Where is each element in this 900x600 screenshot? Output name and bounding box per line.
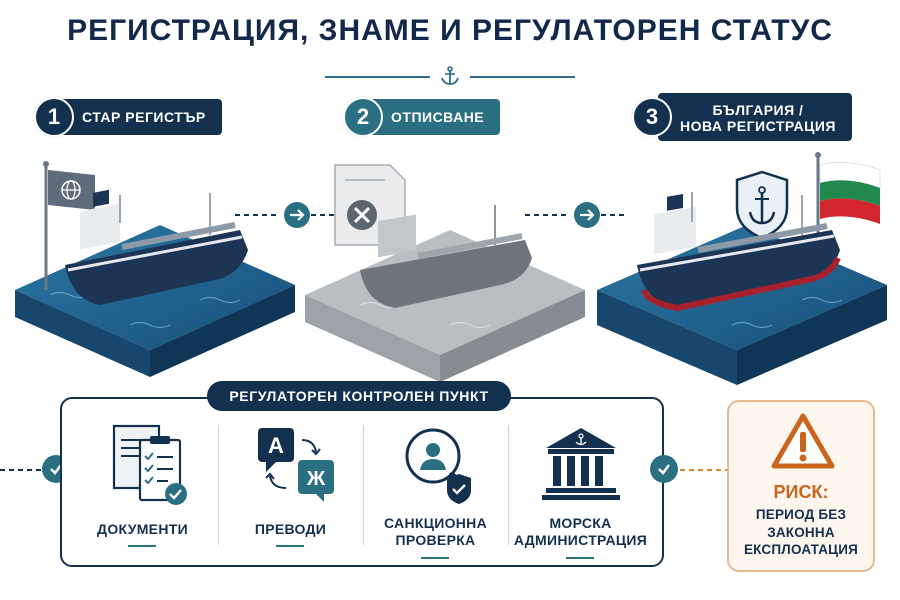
label-underline <box>276 545 304 547</box>
checkpoint-item-sanctions-check: САНКЦИОННА ПРОВЕРКА <box>363 418 508 559</box>
documents-checklist-icon <box>112 424 187 505</box>
warning-icon <box>771 413 835 469</box>
scene-old-registry-ship <box>15 161 295 377</box>
label-line: МОРСКА <box>549 515 612 531</box>
risk-connector-line <box>680 469 727 471</box>
maritime-authority-building-icon <box>541 428 620 500</box>
label-line: АДМИНИСТРАЦИЯ <box>513 531 648 548</box>
divider <box>363 425 364 545</box>
globe-icon <box>61 180 81 200</box>
scene-deregistration-ship <box>305 164 585 382</box>
risk-line: ПЕРИОД БЕЗ <box>755 507 847 522</box>
risk-callout: РИСК: ПЕРИОД БЕЗ ЗАКОННА ЕКСПЛОАТАЦИЯ <box>727 400 875 572</box>
step-3-new-registration: 3 БЪЛГАРИЯ /НОВА РЕГИСТРАЦИЯ <box>632 93 852 141</box>
risk-description: ПЕРИОД БЕЗ ЗАКОННА ЕКСПЛОАТАЦИЯ <box>729 506 873 559</box>
checkpoint-item-label: МОРСКА АДМИНИСТРАЦИЯ <box>508 515 653 549</box>
risk-title: РИСК: <box>773 482 829 502</box>
anchor-icon <box>441 66 459 85</box>
label-line: ПРОВЕРКА <box>395 531 476 548</box>
checkpoint-item-label: ДОКУМЕНТИ <box>97 521 188 537</box>
checkpoint-entry-line <box>0 469 45 471</box>
step-label: СТАР РЕГИСТЪР <box>60 99 222 135</box>
step-number: 3 <box>632 97 672 137</box>
step-label-line: БЪЛГАРИЯ / <box>712 101 804 118</box>
connector-arrow-1 <box>235 202 335 228</box>
risk-line: ЕКСПЛОАТАЦИЯ <box>743 542 859 558</box>
check-circle-icon <box>650 455 678 483</box>
shield-anchor-icon <box>735 170 789 240</box>
step-number: 1 <box>34 97 74 137</box>
step-label: БЪЛГАРИЯ /НОВА РЕГИСТРАЦИЯ <box>658 93 852 141</box>
step-1-old-registry: 1 СТАР РЕГИСТЪР <box>34 97 222 137</box>
translation-icon: A Ж <box>257 428 334 502</box>
step-2-deregistration: 2 ОТПИСВАНЕ <box>343 97 501 137</box>
connector-arrow-2 <box>525 202 625 228</box>
checkpoint-item-translations: A Ж ПРЕВОДИ <box>218 418 363 558</box>
translation-glyph-a: A <box>268 433 284 458</box>
checkpoint-item-documents: ДОКУМЕНТИ <box>70 418 215 558</box>
translation-glyph-b: Ж <box>305 468 325 490</box>
checkpoint-item-maritime-administration: МОРСКА АДМИНИСТРАЦИЯ <box>508 418 653 559</box>
checkpoint-title: РЕГУЛАТОРЕН КОНТРОЛЕН ПУНКТ <box>207 381 511 411</box>
label-underline <box>566 557 594 559</box>
checkpoint-item-label: ПРЕВОДИ <box>254 521 327 537</box>
step-number: 2 <box>343 97 383 137</box>
label-underline <box>421 557 449 559</box>
title-divider <box>325 66 575 85</box>
checkpoint-item-label: САНКЦИОННА ПРОВЕРКА <box>363 515 508 549</box>
step-label: ОТПИСВАНЕ <box>369 99 501 135</box>
label-underline <box>128 545 156 547</box>
sanctions-search-icon <box>405 428 471 504</box>
label-line: САНКЦИОННА <box>383 515 488 531</box>
scene-new-registration-ship <box>597 152 887 385</box>
divider <box>218 425 219 545</box>
divider <box>508 425 509 545</box>
step-label-line: НОВА РЕГИСТРАЦИЯ <box>680 118 836 134</box>
page-title: РЕГИСТРАЦИЯ, ЗНАМЕ И РЕГУЛАТОРЕН СТАТУС <box>67 14 833 47</box>
bulgarian-flag-icon <box>819 162 881 224</box>
risk-line: ЗАКОННА <box>767 524 835 540</box>
